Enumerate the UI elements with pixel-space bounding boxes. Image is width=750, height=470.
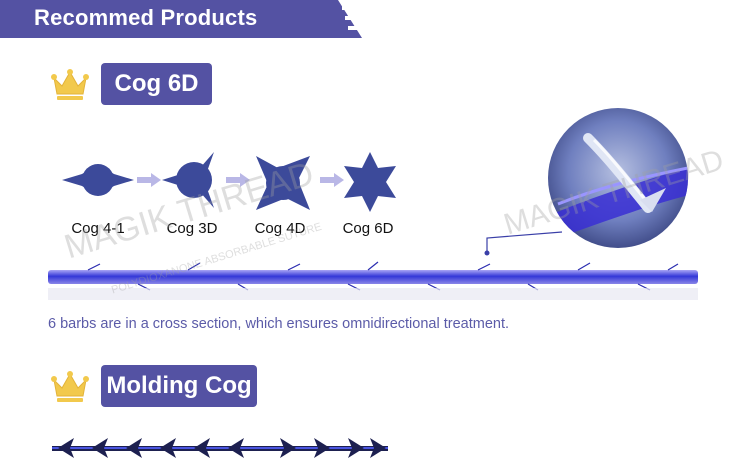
section-title-cog-6d: Cog 6D bbox=[101, 63, 212, 105]
section-header-bar: Recommed Products bbox=[0, 0, 362, 38]
cog-label: Cog 4-1 bbox=[71, 220, 125, 237]
crown-icon bbox=[51, 371, 89, 402]
molding-cog-thread-image bbox=[52, 438, 388, 458]
cog-label: Cog 6D bbox=[342, 220, 394, 237]
arrow-right-icon bbox=[226, 173, 250, 187]
section-title-molding-cog: Molding Cog bbox=[101, 365, 257, 407]
description-text: 6 barbs are in a cross section, which en… bbox=[48, 316, 509, 332]
thread-closeup-image bbox=[548, 108, 688, 248]
cog-label: Cog 3D bbox=[166, 220, 218, 237]
callout-line bbox=[484, 231, 563, 256]
cog-4-1-shape bbox=[62, 164, 134, 196]
cog-3d-shape bbox=[162, 152, 214, 208]
cog-label: Cog 4D bbox=[254, 220, 306, 237]
arrow-right-icon bbox=[320, 173, 344, 187]
cog-6d-shape bbox=[344, 152, 396, 212]
cog-6d-thread-image bbox=[48, 261, 698, 300]
header-background bbox=[0, 0, 362, 38]
arrow-right-icon bbox=[137, 173, 161, 187]
page-title: Recommed Products bbox=[34, 5, 258, 30]
cog-4d-shape bbox=[256, 156, 310, 210]
crown-icon bbox=[51, 69, 89, 100]
